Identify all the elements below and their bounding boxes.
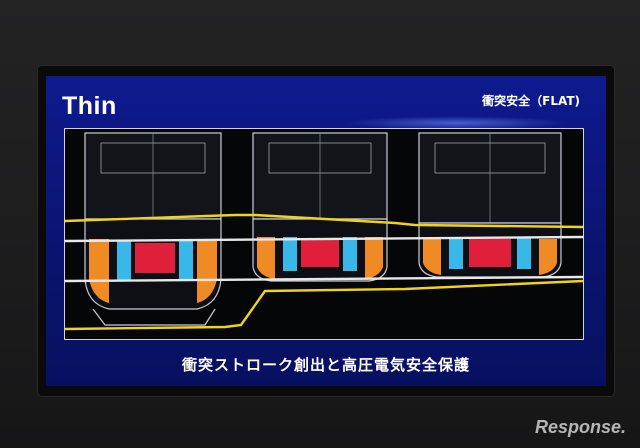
vehicle-left [84, 132, 222, 326]
vehicle-middle-battery [301, 239, 339, 267]
vehicle-left-cooling-left [117, 241, 131, 281]
vehicle-left-crumple-right [197, 239, 217, 303]
crash-line-lower [65, 279, 583, 331]
vehicle-middle [252, 132, 388, 282]
vehicle-right-cooling-right [517, 237, 531, 269]
vehicle-left-cooling-right [179, 241, 193, 281]
chassis-diagram-panel [64, 128, 584, 340]
reference-line-lower [65, 275, 583, 283]
vehicle-left-battery [135, 243, 175, 273]
vehicle-right-crumple-left [423, 239, 441, 275]
vehicle-middle-cooling-left [283, 237, 297, 271]
crash-line-upper [65, 213, 583, 229]
chassis-diagram [65, 132, 583, 331]
slide-caption: 衝突ストローク創出と高圧電気安全保護 [181, 356, 470, 374]
vehicle-right-cooling-left [449, 237, 463, 269]
presentation-screen: Thin 衝突安全（FLAT) [46, 76, 606, 386]
vehicle-middle-crumple-right [365, 237, 383, 279]
vehicle-middle-crumple-left [257, 237, 275, 279]
vehicle-right-battery [469, 239, 511, 267]
vehicle-right-crumple-right [539, 239, 557, 275]
header-glow [346, 116, 566, 130]
slide-title: Thin [62, 92, 117, 120]
vehicle-right [418, 132, 562, 278]
vehicle-middle-cooling-right [343, 237, 357, 271]
slide-subtitle: 衝突安全（FLAT) [482, 94, 580, 108]
watermark: Response. [534, 417, 626, 437]
reference-line-upper [65, 235, 583, 243]
vehicle-left-crumple-left [89, 239, 109, 303]
vehicle-left-bumper [92, 308, 216, 326]
